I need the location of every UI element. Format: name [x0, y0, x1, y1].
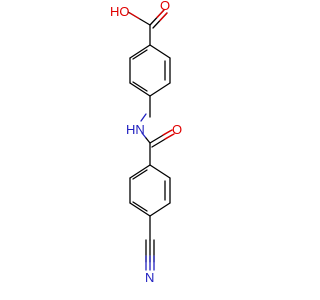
bond-acid-c-oh-red	[129, 12, 140, 20]
bond-amide-o-red-2	[164, 133, 175, 140]
bond-n-c	[145, 137, 151, 144]
atom-label-amide-o: O	[172, 122, 182, 137]
lower-benzene-ring	[129, 164, 171, 217]
upper-benzene-ring	[129, 44, 171, 97]
atom-label-acid-o: O	[160, 0, 170, 13]
molecule-structure: HO O HN O N	[110, 0, 182, 285]
bond-acid-o-red-1	[156, 9, 165, 19]
bond-n-c-blue	[141, 132, 147, 139]
structure-canvas: HO O HN O N	[110, 0, 183, 285]
atom-label-ho: HO	[110, 4, 130, 19]
bond-acid-o-red-2	[159, 12, 168, 22]
atom-label-hn: HN	[126, 122, 145, 137]
bond-ring-n-blue	[140, 113, 147, 122]
bond-amide-o-red-1	[162, 129, 173, 136]
atom-label-nitrile-n: N	[145, 270, 154, 285]
